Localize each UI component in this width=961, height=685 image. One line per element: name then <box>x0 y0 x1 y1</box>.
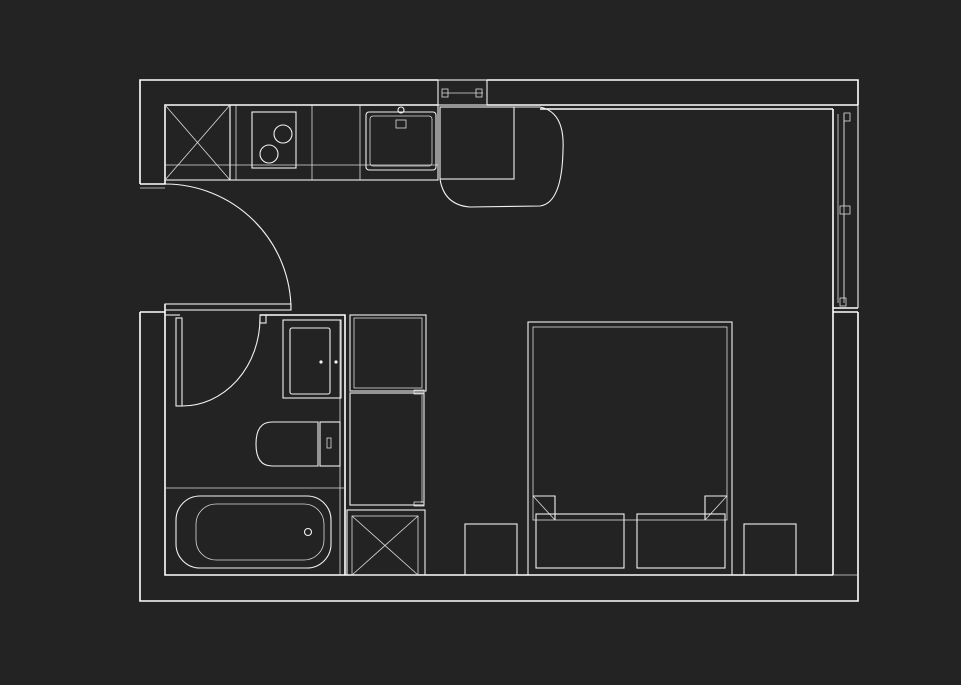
bathroom-vanity <box>282 319 342 399</box>
toilet <box>255 421 341 467</box>
kitchen-sink <box>365 106 437 171</box>
fridge <box>439 106 564 208</box>
kitchen-counter <box>164 104 439 181</box>
bathtub <box>175 495 332 569</box>
bathroom-door <box>175 314 267 407</box>
nightstands <box>464 523 797 576</box>
entry-door <box>140 183 292 311</box>
storage-cabinets <box>346 314 427 576</box>
double-bed <box>527 321 733 576</box>
cooktop <box>251 111 297 169</box>
exterior-walls <box>139 79 859 602</box>
